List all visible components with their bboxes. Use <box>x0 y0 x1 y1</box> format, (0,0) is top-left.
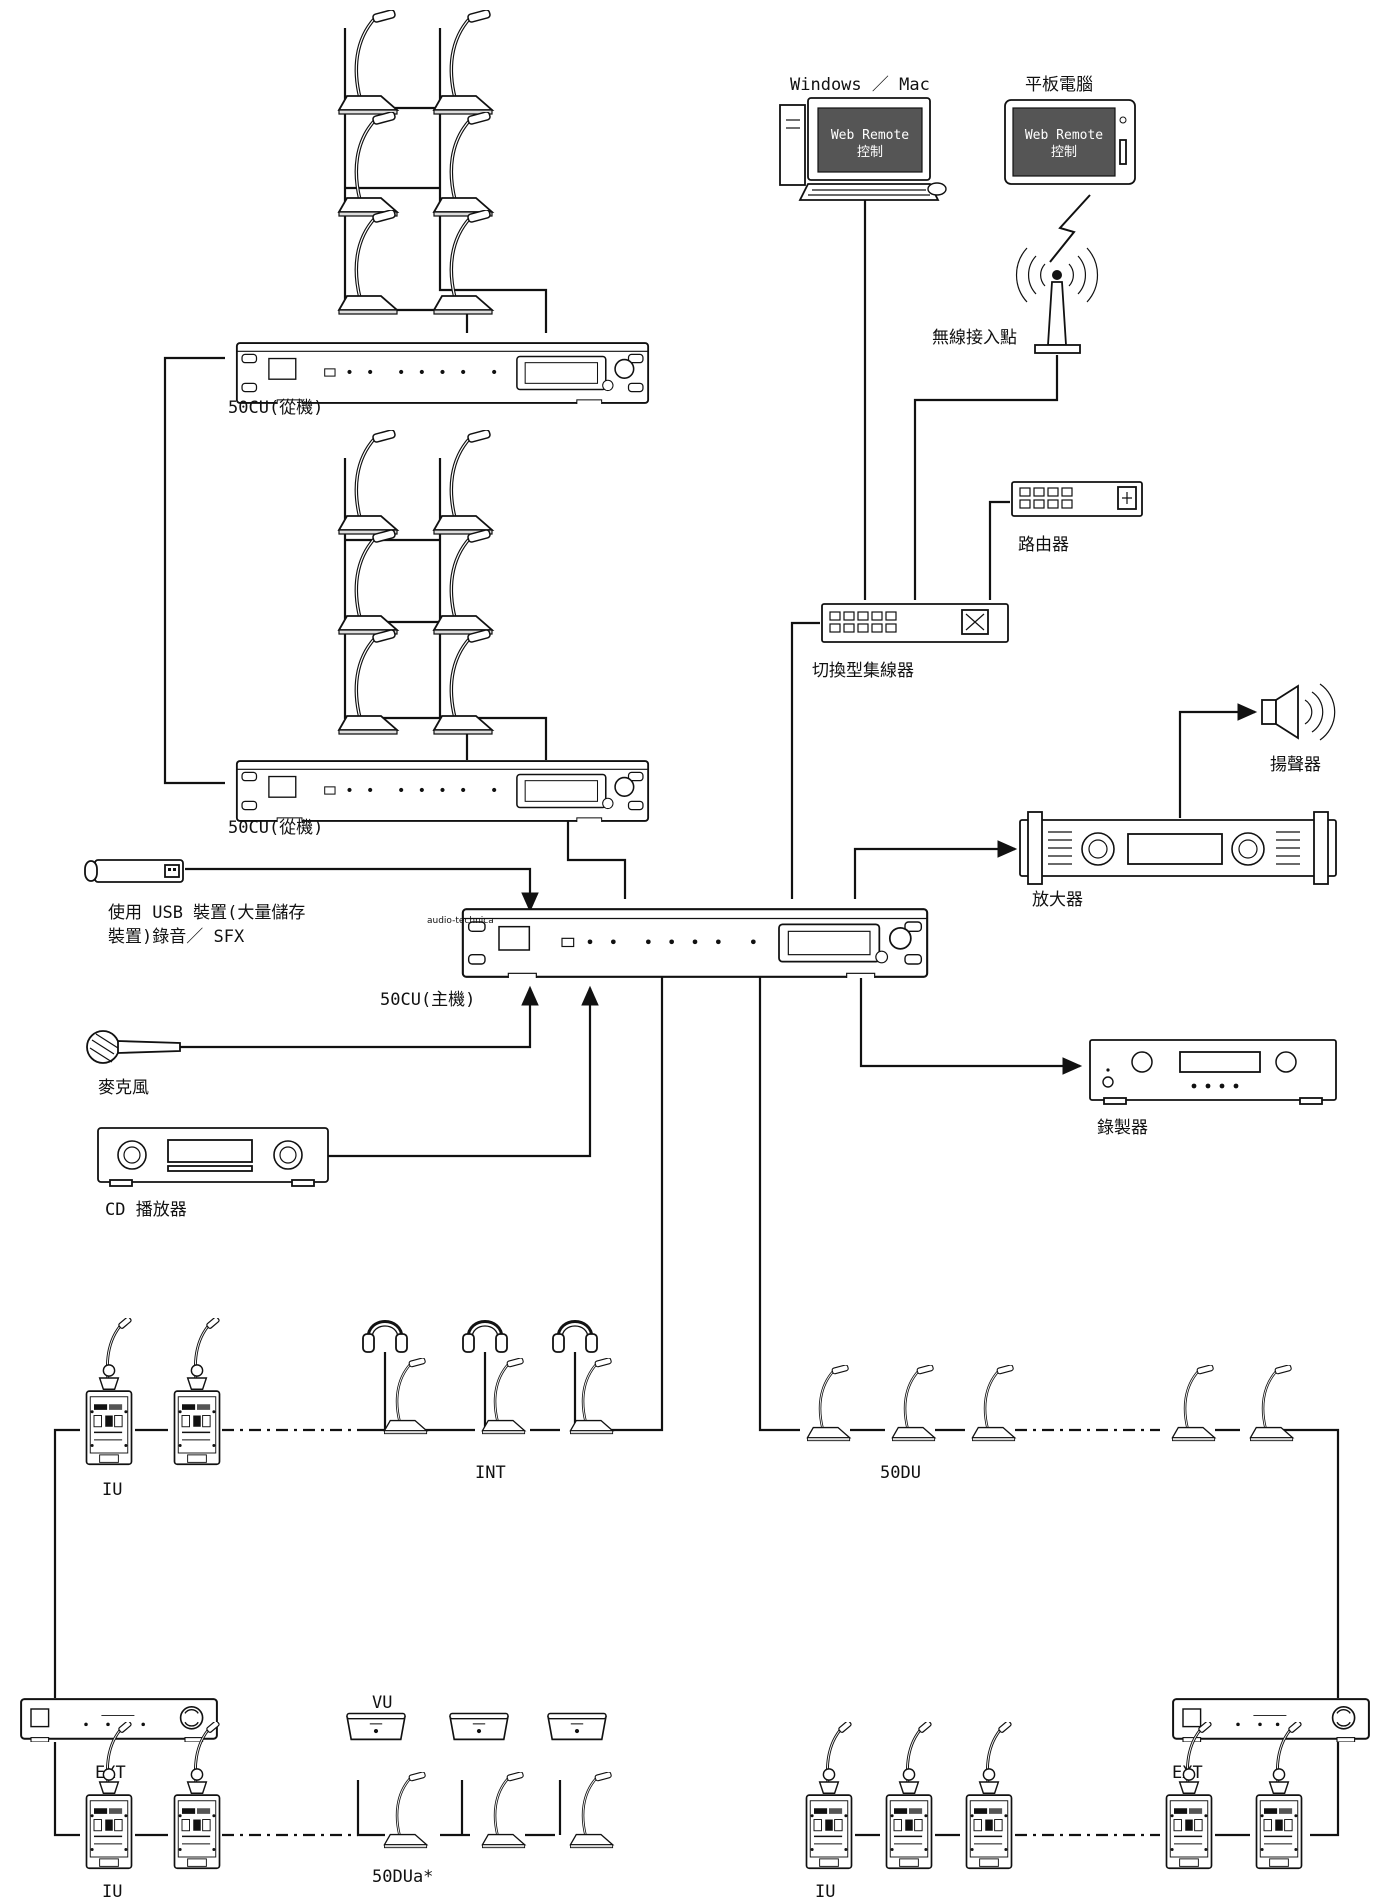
interpreter-unit-icon <box>85 1318 134 1466</box>
cd-player-label: CD 播放器 <box>105 1200 187 1220</box>
iu-bottom-left-label: IU <box>102 1882 122 1899</box>
voting-unit-icon <box>346 1712 406 1741</box>
iu-top-label: IU <box>102 1480 122 1500</box>
pc-computer-icon <box>779 97 947 201</box>
headphones-icon <box>551 1320 599 1354</box>
ext-unit-left-icon <box>20 1698 218 1742</box>
interpreter-unit-icon <box>965 1722 1014 1870</box>
wireless-ap-label: 無線接入點 <box>932 328 1017 348</box>
tablet-web-remote-control-text: 控制 <box>1051 145 1077 160</box>
interpreter-unit-icon <box>85 1722 134 1870</box>
delegate-unit-mic-icon <box>480 1772 527 1850</box>
delegate-mic-icon <box>432 430 494 536</box>
cu-master-device <box>461 908 929 978</box>
speaker-label: 揚聲器 <box>1270 755 1321 775</box>
delegate-mic-icon <box>432 530 494 636</box>
voting-unit-icon <box>449 1712 509 1741</box>
delegate-mic-icon <box>432 210 494 316</box>
delegate-mic-icon <box>337 10 399 116</box>
interpreter-unit-icon <box>173 1318 222 1466</box>
delegate-mic-icon <box>337 210 399 316</box>
delegate-unit-mic-icon <box>1170 1365 1217 1443</box>
interpreter-unit-icon <box>1255 1722 1304 1870</box>
int-label: INT <box>475 1463 506 1483</box>
pc-web-remote-text: Web Remote <box>831 128 909 143</box>
delegate-mic-icon <box>432 10 494 116</box>
delegate-unit-mic-icon <box>970 1365 1017 1443</box>
usb-device-label-line1: 使用 USB 裝置(大量儲存 <box>108 902 305 923</box>
switching-hub-label: 切換型集線器 <box>812 661 914 681</box>
wireless-access-point-icon <box>1015 247 1099 354</box>
cu-slave-top-label: 50CU(從機) <box>228 398 323 418</box>
interpreter-mic-icon <box>480 1358 527 1436</box>
interpreter-unit-icon <box>885 1722 934 1870</box>
ext-unit-right-icon <box>1172 1698 1370 1742</box>
router-label: 路由器 <box>1018 535 1069 555</box>
cd-player-icon <box>97 1127 329 1187</box>
recorder-icon <box>1089 1039 1337 1105</box>
speaker-icon <box>1261 683 1336 741</box>
wireless-signal-icon <box>1049 194 1091 263</box>
delegate-unit-mic-icon <box>890 1365 937 1443</box>
interpreter-mic-icon <box>568 1358 615 1436</box>
cu-slave-top-device <box>235 342 650 404</box>
headphones-icon <box>461 1320 509 1354</box>
cu-slave-middle-label: 50CU(從機) <box>228 818 323 838</box>
delegate-mic-icon <box>337 112 399 218</box>
vu-label: VU <box>372 1693 392 1713</box>
delegate-mic-group-top <box>337 10 494 316</box>
delegate-unit-mic-icon <box>805 1365 852 1443</box>
brand-logo-text: audio-technica <box>427 916 494 926</box>
cu-master-label: 50CU(主機) <box>380 990 475 1010</box>
router-icon <box>1011 481 1143 517</box>
iu-bottom-right-label: IU <box>815 1882 835 1899</box>
voting-unit-icon <box>547 1712 607 1741</box>
du-50-label: 50DU <box>880 1463 921 1483</box>
handheld-microphone-icon <box>86 1030 181 1064</box>
delegate-mic-icon <box>337 430 399 536</box>
switching-hub-icon <box>821 603 1009 643</box>
amplifier-icon <box>1019 811 1337 885</box>
recorder-label: 錄製器 <box>1097 1118 1148 1138</box>
delegate-mic-icon <box>337 530 399 636</box>
interpreter-unit-icon <box>173 1722 222 1870</box>
delegate-unit-mic-icon <box>568 1772 615 1850</box>
delegate-mic-group-middle <box>337 430 494 736</box>
windows-mac-label: Windows ／ Mac <box>790 75 930 95</box>
microphone-label: 麥克風 <box>98 1078 149 1098</box>
pc-web-remote-control-text: 控制 <box>857 145 883 160</box>
dua-50-label: 50DUa* <box>372 1867 433 1887</box>
tablet-label: 平板電腦 <box>1025 75 1093 95</box>
tablet-web-remote-text: Web Remote <box>1025 128 1103 143</box>
usb-drive-icon <box>84 859 184 883</box>
delegate-mic-icon <box>432 112 494 218</box>
interpreter-mic-icon <box>382 1358 429 1436</box>
amplifier-label: 放大器 <box>1032 890 1083 910</box>
tablet-icon <box>1004 99 1136 185</box>
usb-device-label-line2: 裝置)錄音／ SFX <box>108 927 245 947</box>
interpreter-unit-icon <box>805 1722 854 1870</box>
delegate-unit-mic-icon <box>382 1772 429 1850</box>
interpreter-unit-icon <box>1165 1722 1214 1870</box>
cu-slave-middle-device <box>235 760 650 822</box>
connection-wires <box>53 28 1340 1837</box>
headphones-icon <box>361 1320 409 1354</box>
